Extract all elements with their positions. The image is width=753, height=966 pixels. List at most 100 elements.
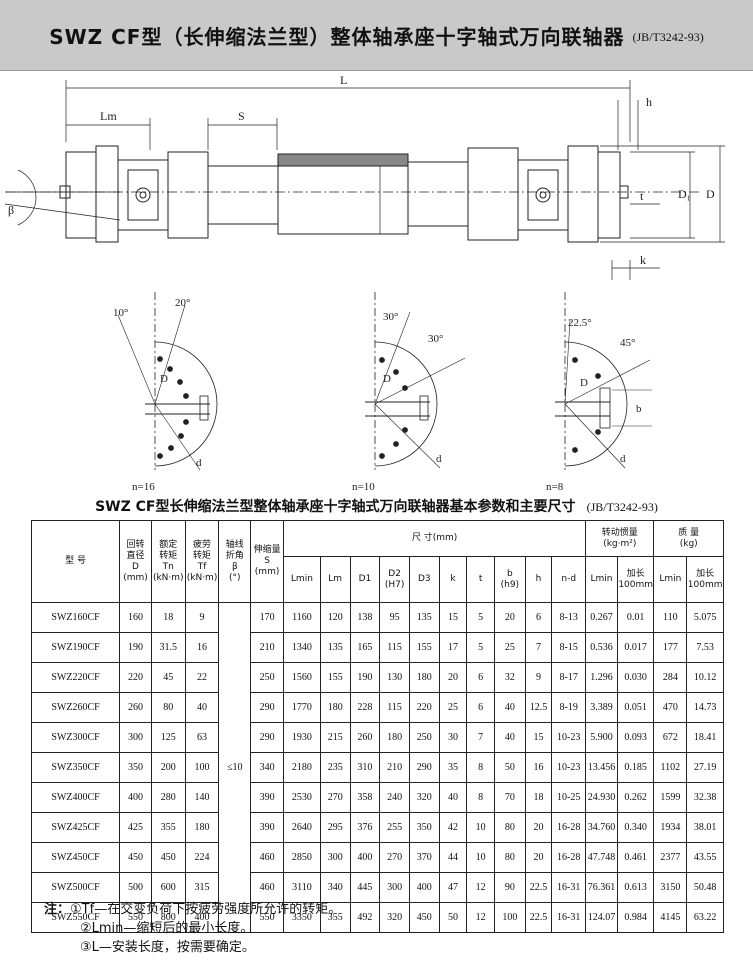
table-cell: 18: [524, 782, 553, 813]
table-cell: 0.340: [616, 812, 655, 843]
table-cell: 1560: [282, 662, 321, 693]
table-cell: 350: [119, 752, 152, 783]
table-cell: 16: [184, 632, 220, 663]
table-cell: 12: [466, 902, 495, 933]
table-cell: 1.296: [585, 662, 618, 693]
table-cell: 370: [408, 842, 440, 873]
table-cell: 2640: [282, 812, 321, 843]
table-cell: 8: [466, 752, 495, 783]
table-cell: 180: [319, 692, 351, 723]
table-cell: 47.748: [585, 842, 618, 873]
model-cell: SWZ500CF: [30, 872, 121, 903]
model-cell: SWZ160CF: [30, 602, 121, 633]
note-1: ①Tf—在交变负荷下按疲劳强度所允许的转矩。: [70, 902, 342, 917]
table-cell: 1599: [653, 782, 688, 813]
table-cell: 0.051: [616, 692, 655, 723]
table-cell: 14.73: [686, 692, 724, 723]
table-cell: 270: [379, 842, 410, 873]
table-cell: 44: [438, 842, 468, 873]
table-cell: 63.22: [686, 902, 724, 933]
table-cell: 25: [438, 692, 468, 723]
table-cell: 0.536: [585, 632, 618, 663]
header-banner: SWZ CF型（长伸缩法兰型）整体轴承座十字轴式万向联轴器 (JB/T3242-…: [0, 0, 753, 71]
model-cell: SWZ350CF: [30, 752, 121, 783]
table-cell: 16-31: [551, 872, 587, 903]
table-cell: 300: [119, 722, 152, 753]
table-cell: 270: [319, 782, 351, 813]
table-cell: 425: [119, 812, 152, 843]
table-cell: 235: [319, 752, 351, 783]
col-d1: D1: [349, 556, 381, 603]
table-cell: 20: [438, 662, 468, 693]
table-cell: 1340: [282, 632, 321, 663]
svg-text:D: D: [383, 373, 391, 385]
table-cell: 2850: [282, 842, 321, 873]
table-cell: 3110: [282, 872, 321, 903]
beta-value: ≤10: [218, 602, 252, 933]
table-cell: 8-17: [551, 662, 587, 693]
table-cell: 320: [408, 782, 440, 813]
table-cell: 290: [250, 692, 284, 723]
table-cell: 32.38: [686, 782, 724, 813]
table-cell: 155: [408, 632, 440, 663]
table-cell: 9: [184, 602, 220, 633]
table-cell: 165: [349, 632, 381, 663]
table-cell: 40: [493, 722, 526, 753]
table-cell: 1160: [282, 602, 321, 633]
table-cell: 18: [150, 602, 186, 633]
note-2: ②Lmin—缩短后的最小长度。: [80, 921, 254, 936]
table-cell: 0.984: [616, 902, 655, 933]
table-cell: 22.5: [524, 902, 553, 933]
table-cell: 295: [319, 812, 351, 843]
table-cell: 100: [184, 752, 220, 783]
table-cell: 600: [150, 872, 186, 903]
table-cell: 255: [379, 812, 410, 843]
model-cell: SWZ300CF: [30, 722, 121, 753]
table-cell: 125: [150, 722, 186, 753]
table-cell: 280: [150, 782, 186, 813]
table-cell: 5: [466, 602, 495, 633]
table-cell: 445: [349, 872, 381, 903]
table-cell: 115: [379, 692, 410, 723]
table-cell: 0.093: [616, 722, 655, 753]
table-cell: 180: [184, 812, 220, 843]
col-fatigue-torque: 疲劳转矩 Tf(kN·m): [184, 520, 220, 603]
table-cell: 50: [493, 752, 526, 783]
table-cell: 8-13: [551, 602, 587, 633]
table-cell: 550: [250, 902, 284, 933]
table-cell: 224: [184, 842, 220, 873]
table-cell: 210: [250, 632, 284, 663]
svg-text:β: β: [8, 203, 14, 217]
table-cell: 170: [250, 602, 284, 633]
table-cell: 95: [379, 602, 410, 633]
col-t: t: [466, 556, 495, 603]
table-cell: 20: [493, 602, 526, 633]
table-title-text: SWZ CF型长伸缩法兰型整体轴承座十字轴式万向联轴器基本参数和主要尺寸: [95, 499, 576, 515]
table-cell: 2377: [653, 842, 688, 873]
table-cell: 15: [438, 602, 468, 633]
table-cell: 80: [493, 842, 526, 873]
table-cell: 22: [184, 662, 220, 693]
table-cell: 340: [250, 752, 284, 783]
svg-text:n=16: n=16: [132, 481, 155, 490]
table-cell: 13.456: [585, 752, 618, 783]
table-cell: 8-19: [551, 692, 587, 723]
table-cell: 1934: [653, 812, 688, 843]
svg-text:22.5°: 22.5°: [568, 317, 592, 329]
table-cell: 63: [184, 722, 220, 753]
flange-views: [117, 292, 652, 471]
table-cell: 376: [349, 812, 381, 843]
table-cell: 400: [184, 902, 220, 933]
svg-text:k: k: [640, 253, 646, 267]
model-cell: SWZ450CF: [30, 842, 121, 873]
table-cell: 200: [150, 752, 186, 783]
table-cell: 7.53: [686, 632, 724, 663]
table-cell: 250: [250, 662, 284, 693]
table-cell: 3.389: [585, 692, 618, 723]
table-cell: 50: [438, 902, 468, 933]
